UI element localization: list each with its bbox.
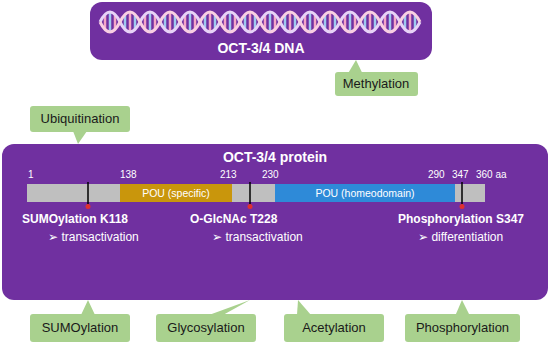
position-number: 360 aa [476,169,507,181]
domain-box: POU (specific) [120,184,232,202]
callout-text: Methylation [343,77,409,92]
callout-box: Methylation [335,72,418,96]
position-number: 290 [428,169,445,181]
callout-box: Acetylation [284,314,384,342]
position-number: 347 [452,169,469,181]
label-slot: 138 [120,169,137,181]
label-slot: 360 aa [476,169,507,181]
label-slot: ➢ transactivation [212,230,303,244]
callout-text: Acetylation [302,321,366,336]
label-slot: 347 [452,169,469,181]
callout-box: Ubiquitination [30,106,130,132]
callout-text: SUMOylation [42,321,119,336]
label-slot: ➢ differentiation [418,230,503,244]
callout-text: Glycosylation [167,321,244,336]
callout-pointer [73,131,87,144]
callout-pointer [456,300,470,315]
callout-pointer [209,300,250,315]
callout-text: Ubiquitination [41,112,120,127]
site-label: O-GlcNAc T228 [190,212,277,226]
label-slot: O-GlcNAc T228 [190,212,277,226]
panel-title: OCT-3/4 protein [223,149,327,165]
position-number: 230 [262,169,279,181]
effect-label: ➢ transactivation [48,230,139,244]
protein-bar [27,184,485,202]
label-slot: 213 [220,169,237,181]
effect-label: ➢ differentiation [418,230,503,244]
position-number: 138 [120,169,137,181]
callout-box: Glycosylation [156,314,256,342]
position-number: 213 [220,169,237,181]
label-slot: 290 [428,169,445,181]
callout-box: SUMOylation [30,314,130,342]
panel-title: OCT-3/4 DNA [217,40,304,56]
site-label: SUMOylation K118 [22,212,128,226]
label-slot: ➢ transactivation [48,230,139,244]
effect-label: ➢ transactivation [212,230,303,244]
label-slot: SUMOylation K118 [22,212,128,226]
position-number: 1 [28,169,34,181]
label-slot: 230 [262,169,279,181]
label-slot: Phosphorylation S347 [398,212,524,226]
site-label: Phosphorylation S347 [398,212,524,226]
domain-label: POU (homeodomain) [315,187,414,199]
domain-label: POU (specific) [142,187,210,199]
callout-text: Phosphorylation [416,321,509,336]
callout-pointer [81,300,95,315]
callout-box: Phosphorylation [405,314,520,342]
label-slot: 1 [28,169,34,181]
callout-pointer [348,60,362,73]
callout-pointer [297,300,311,315]
domain-box: POU (homeodomain) [275,184,455,202]
dna-helix [100,0,420,44]
